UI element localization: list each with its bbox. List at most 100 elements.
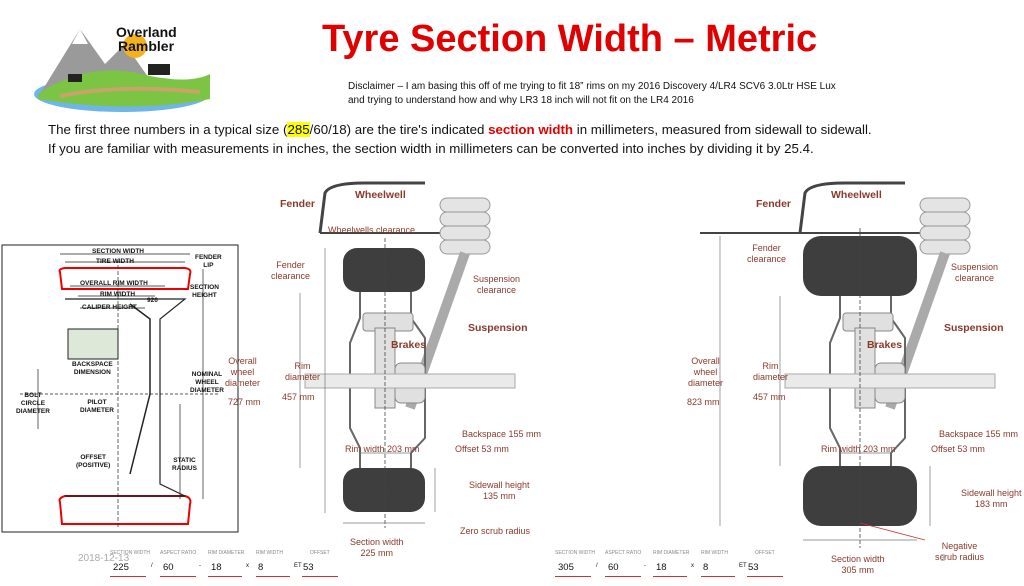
section-height-label: SECTION HEIGHT	[190, 284, 219, 299]
offset-select[interactable]: 53	[303, 562, 314, 573]
static-radius-label: STATIC RADIUS	[172, 457, 197, 472]
fender-clearance-label: Fender clearance	[271, 260, 311, 281]
brakes-label: Brakes	[867, 339, 903, 351]
select-underline	[555, 576, 591, 577]
select-underline	[208, 576, 242, 577]
overall-diameter-label: Overall wheel diameter	[688, 356, 724, 388]
rim-diameter-select[interactable]: 18	[211, 562, 222, 573]
intro-p1-b: /60/18) are the tire's indicated	[309, 122, 489, 137]
select-underline	[605, 576, 641, 577]
offset-label: Offset 53 mm	[455, 444, 509, 454]
rim-width-label: Rim width 203 mm	[345, 444, 420, 454]
fender-clearance-label: Fender clearance	[747, 243, 787, 264]
offset-select[interactable]: 53	[748, 562, 759, 573]
separator: -	[644, 563, 646, 569]
wheelwell-label: Wheelwell	[355, 189, 406, 201]
section-width-select[interactable]: 225	[113, 562, 129, 573]
fender-label: Fender	[756, 198, 792, 210]
select-underline	[747, 576, 783, 577]
tyre-size-controls-a: SECTION WIDTH ASPECT RATIO RIM DIAMETER …	[110, 548, 350, 584]
logo-text-1: Overland	[116, 24, 177, 40]
rim-diameter-select[interactable]: 18	[656, 562, 667, 573]
offset-label: OFFSET (POSITIVE)	[76, 454, 111, 469]
intro-text: The first three numbers in a typical siz…	[48, 120, 872, 158]
fender-lip-label: FENDER LIP	[195, 254, 222, 269]
control-label: RIM DIAMETER	[208, 550, 245, 556]
intro-p1-c: in millimeters, measured from sidewall t…	[573, 122, 872, 137]
separator: ET	[294, 563, 302, 569]
suspension-clearance-label: Suspension clearance	[951, 262, 999, 283]
backspace-label: BACKSPACE DIMENSION	[72, 361, 113, 376]
left-diagram: SECTION WIDTH TIRE WIDTH FENDER LIP SECT…	[0, 244, 240, 534]
rim-width-select[interactable]: 8	[703, 562, 709, 573]
wheel-b-graphic	[700, 181, 996, 548]
logo-text-2: Rambler	[118, 38, 175, 54]
brakes-label: Brakes	[391, 339, 427, 351]
select-underline	[110, 576, 146, 577]
disclaimer-line-1: Disclaimer – I am basing this off of me …	[348, 81, 836, 92]
section-width-label: Section width 225 mm	[350, 537, 404, 558]
separator: x	[691, 563, 694, 569]
control-label: ASPECT RATIO	[605, 550, 642, 556]
backspace-label: Backspace 155 mm	[462, 429, 542, 439]
suspension-label: Suspension	[468, 322, 528, 334]
control-label: RIM DIAMETER	[653, 550, 690, 556]
overall-rim-width-label: OVERALL RIM WIDTH	[80, 280, 148, 287]
separator: /	[151, 563, 153, 569]
control-label: RIM WIDTH	[256, 550, 283, 556]
wheelwells-clearance-label: Wheelwells clearance	[328, 225, 416, 235]
control-label: OFFSET	[310, 550, 330, 556]
logo: Overland Rambler	[30, 14, 215, 114]
control-label: SECTION WIDTH	[110, 550, 150, 556]
separator: -	[199, 563, 201, 569]
suspension-label: Suspension	[944, 322, 1004, 334]
caliper-height-label: CALIPER HEIGHT	[82, 304, 137, 311]
disclaimer-line-2: and trying to understand how and why LR3…	[348, 95, 694, 106]
overall-diameter-value: 823 mm	[687, 397, 720, 407]
select-underline	[302, 576, 338, 577]
wheelwell-label: Wheelwell	[831, 189, 882, 201]
scrub-label: Zero scrub radius	[460, 526, 531, 536]
section-width-select[interactable]: 305	[558, 562, 574, 573]
aspect-ratio-select[interactable]: 60	[163, 562, 174, 573]
rim-width-select[interactable]: 8	[258, 562, 264, 573]
sidewall-label: Sidewall height 135 mm	[469, 480, 530, 501]
logo-graphic	[34, 29, 210, 112]
intro-p1-highlight: 285	[287, 122, 310, 137]
num-920-label: 920	[147, 297, 158, 304]
control-label: ASPECT RATIO	[160, 550, 197, 556]
rim-diameter-label: Rim diameter	[285, 361, 321, 382]
overall-diameter-value: 727 mm	[228, 397, 261, 407]
intro-paragraph-1: The first three numbers in a typical siz…	[48, 120, 872, 139]
tire-width-label: TIRE WIDTH	[96, 258, 134, 265]
select-underline	[701, 576, 735, 577]
wheel-diagram-a: Fender Wheelwell Wheelwells clearance Fe…	[225, 178, 555, 558]
rim-diameter-value: 457 mm	[753, 392, 786, 402]
select-underline	[653, 576, 687, 577]
pilot-label: PILOT DIAMETER	[80, 399, 114, 414]
page-title: Tyre Section Width – Metric	[322, 18, 818, 60]
page-number: 8	[940, 553, 946, 564]
tyre-size-controls-b: SECTION WIDTH ASPECT RATIO RIM DIAMETER …	[555, 548, 795, 584]
bolt-circle-label: BOLT CIRCLE DIAMETER	[16, 392, 50, 415]
wheel-a-graphic	[299, 181, 516, 528]
separator: ET	[739, 563, 747, 569]
select-underline	[160, 576, 196, 577]
scrub-label: Negative scrub radius	[935, 541, 985, 562]
disclaimer: Disclaimer – I am basing this off of me …	[348, 80, 836, 108]
section-width-label: SECTION WIDTH	[92, 248, 144, 255]
select-underline	[256, 576, 290, 577]
intro-p1-a: The first three numbers in a typical siz…	[48, 122, 288, 137]
intro-p1-red: section width	[488, 122, 574, 137]
control-label: OFFSET	[755, 550, 775, 556]
separator: /	[596, 563, 598, 569]
offset-label: Offset 53 mm	[931, 444, 985, 454]
intro-paragraph-2: If you are familiar with measurements in…	[48, 141, 814, 156]
rim-diameter-value: 457 mm	[282, 392, 315, 402]
control-label: RIM WIDTH	[701, 550, 728, 556]
rim-width-label: Rim width 203 mm	[821, 444, 896, 454]
control-label: SECTION WIDTH	[555, 550, 595, 556]
backspace-label: Backspace 155 mm	[939, 429, 1019, 439]
aspect-ratio-select[interactable]: 60	[608, 562, 619, 573]
sidewall-label: Sidewall height 183 mm	[961, 488, 1022, 509]
